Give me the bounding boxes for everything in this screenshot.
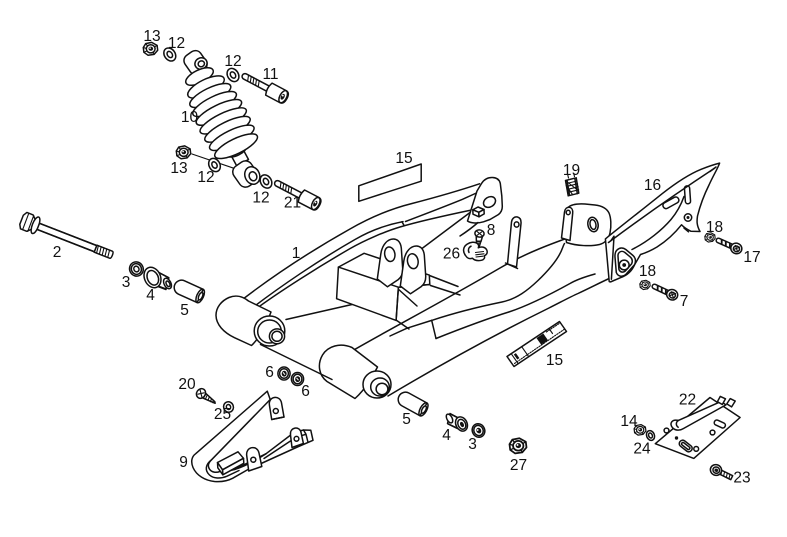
svg-text:6: 6 (301, 383, 310, 400)
svg-text:12: 12 (224, 53, 241, 70)
svg-text:25: 25 (214, 406, 231, 423)
svg-text:2: 2 (53, 244, 62, 261)
svg-text:22: 22 (679, 392, 696, 409)
svg-text:14: 14 (620, 413, 638, 430)
svg-text:12: 12 (168, 35, 185, 52)
svg-text:18: 18 (706, 219, 723, 236)
svg-text:12: 12 (197, 169, 214, 186)
svg-text:11: 11 (262, 66, 278, 83)
svg-text:16: 16 (644, 177, 661, 194)
svg-text:23: 23 (733, 470, 750, 487)
svg-text:10: 10 (181, 109, 199, 126)
svg-text:26: 26 (443, 246, 460, 263)
svg-text:17: 17 (743, 249, 760, 266)
svg-text:4: 4 (146, 287, 155, 304)
svg-text:24: 24 (633, 441, 651, 458)
svg-text:13: 13 (143, 28, 160, 45)
svg-text:1: 1 (292, 245, 301, 262)
svg-text:4: 4 (442, 427, 451, 444)
svg-text:7: 7 (680, 293, 689, 310)
svg-text:15: 15 (395, 150, 412, 167)
svg-text:27: 27 (510, 457, 527, 474)
svg-text:8: 8 (487, 222, 496, 239)
svg-text:9: 9 (179, 454, 188, 471)
svg-text:3: 3 (468, 436, 477, 453)
svg-text:3: 3 (122, 274, 131, 291)
svg-text:5: 5 (402, 411, 411, 428)
svg-text:18: 18 (639, 263, 656, 280)
svg-text:15: 15 (546, 352, 563, 369)
svg-text:12: 12 (252, 190, 269, 207)
svg-text:21: 21 (284, 195, 301, 212)
svg-text:5: 5 (180, 302, 189, 319)
svg-text:13: 13 (170, 160, 187, 177)
svg-text:6: 6 (265, 364, 274, 381)
svg-text:20: 20 (178, 376, 196, 393)
svg-text:19: 19 (563, 162, 580, 179)
